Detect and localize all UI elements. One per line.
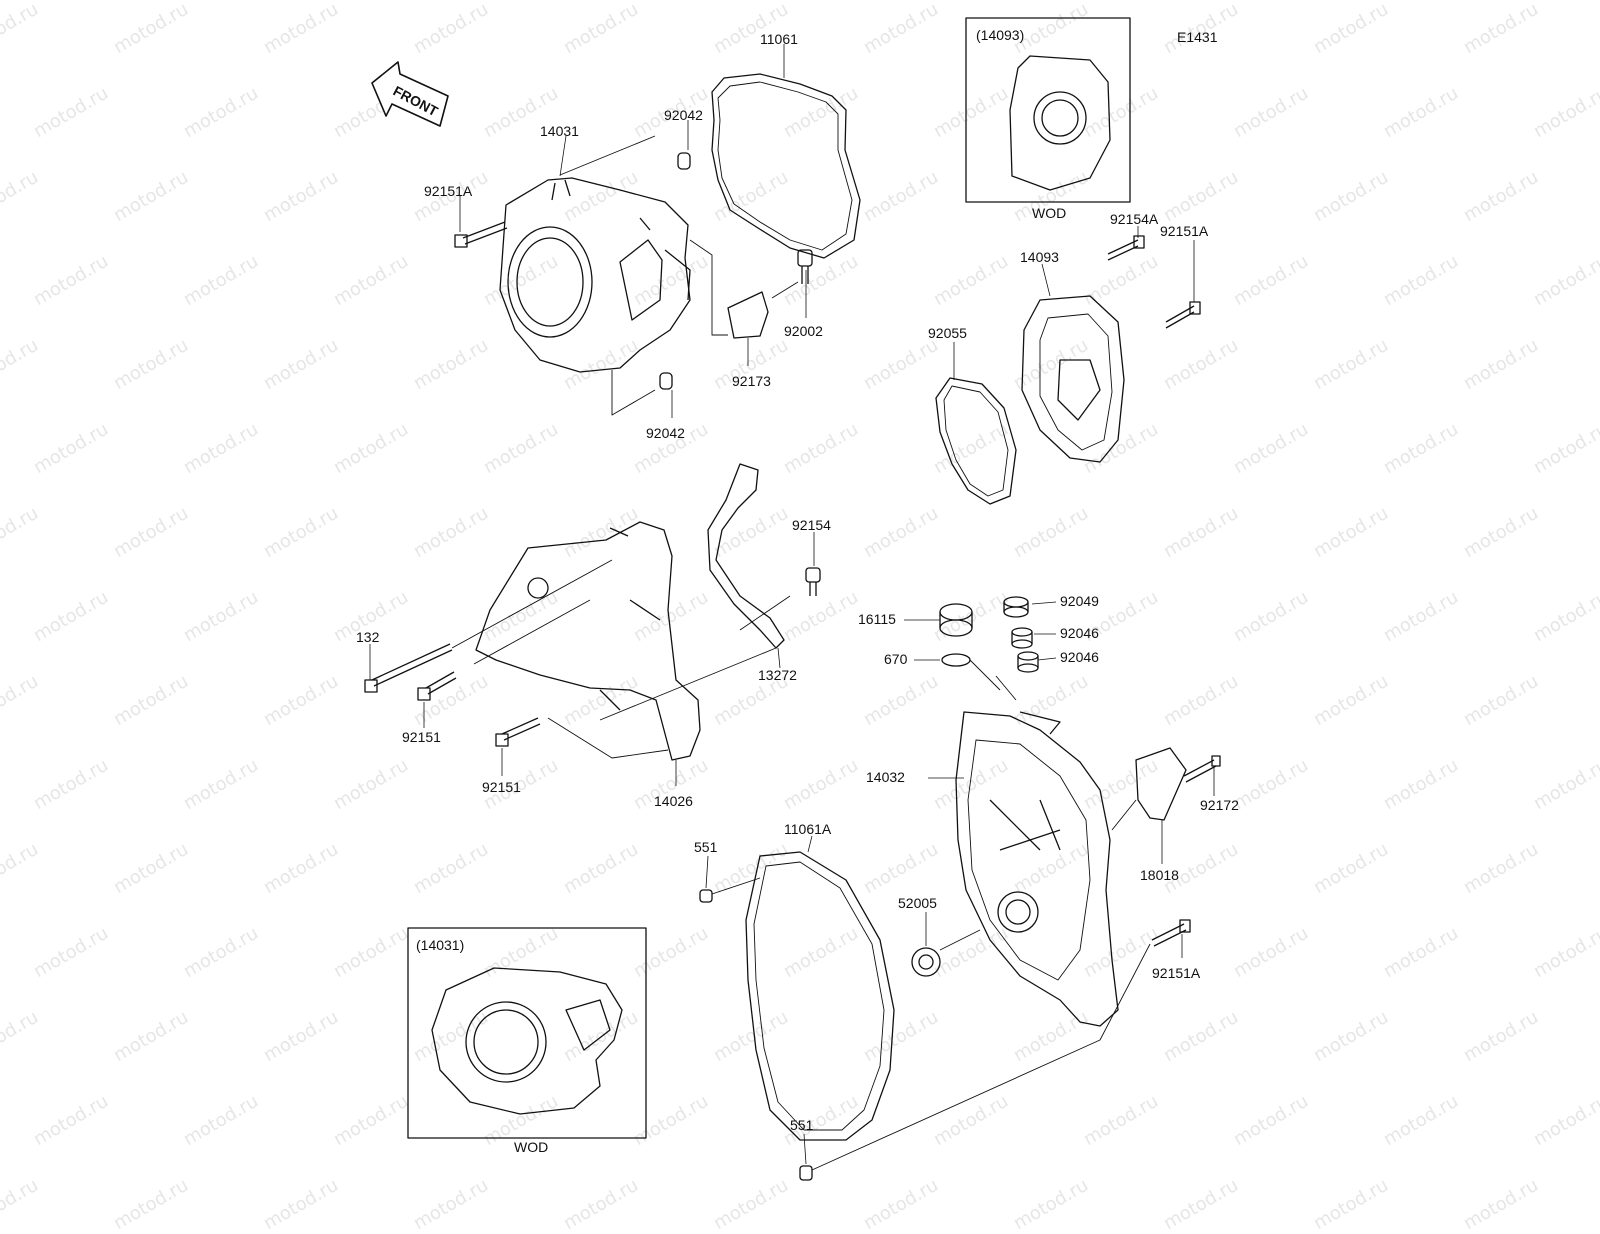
part-number: 14031 xyxy=(540,123,579,139)
front-arrow-icon xyxy=(371,61,449,127)
part-number: 14093 xyxy=(1020,249,1059,265)
dowel-551 xyxy=(699,889,713,903)
part-number: 52005 xyxy=(898,895,937,911)
part-number: 670 xyxy=(884,651,908,667)
dowel-551 xyxy=(799,1165,813,1181)
bracket xyxy=(1019,711,1061,735)
part-number: 92046 xyxy=(1060,649,1099,665)
part-number: 92046 xyxy=(1060,625,1099,641)
cover-14093 xyxy=(1021,295,1125,463)
dowel-pin xyxy=(659,372,673,390)
clutch-cover-14032 xyxy=(955,711,1119,1027)
gasket-13272 xyxy=(707,463,785,649)
bolt-92151a xyxy=(1165,305,1195,329)
sprocket-cover-14026 xyxy=(475,521,701,761)
inset-box-14093 xyxy=(965,17,1131,203)
bolt-92154a xyxy=(1107,239,1139,261)
inset-ref-14031: (14031) xyxy=(416,937,464,953)
part-number: 92151 xyxy=(482,779,521,795)
part-number: 14032 xyxy=(866,769,905,785)
bolt-92002 xyxy=(797,249,813,284)
gasket-92055 xyxy=(935,377,1017,505)
part-number: 92042 xyxy=(664,107,703,123)
part-number: 92172 xyxy=(1200,797,1239,813)
part-number: 92151A xyxy=(424,183,473,199)
inset-caption-bottom: WOD xyxy=(514,1139,548,1155)
bolt-92151a xyxy=(1151,923,1187,947)
bolt-92151 xyxy=(501,717,541,741)
generator-cover-14031 xyxy=(499,177,691,373)
part-number: 92154A xyxy=(1110,211,1159,227)
part-number: 16115 xyxy=(858,611,896,627)
inset-ref-14093: (14093) xyxy=(976,27,1024,43)
bolt-92154 xyxy=(805,567,821,596)
part-number: 92042 xyxy=(646,425,685,441)
part-number: 14026 xyxy=(654,793,693,809)
bolt-132 xyxy=(364,643,453,693)
part-number: 92049 xyxy=(1060,593,1099,609)
bolt-92172 xyxy=(1183,759,1217,783)
bush-92046 xyxy=(1017,651,1039,673)
part-number: 92154 xyxy=(792,517,831,533)
inset-box-14031 xyxy=(407,927,647,1139)
part-number: 92055 xyxy=(928,325,967,341)
part-number: 92002 xyxy=(784,323,823,339)
bracket-18018 xyxy=(1135,747,1187,821)
seal-52005 xyxy=(911,947,941,977)
clamp-92173 xyxy=(727,291,769,339)
cap-16115 xyxy=(939,603,973,637)
part-number: 92151 xyxy=(402,729,441,745)
o-ring-670 xyxy=(941,653,971,667)
part-number: 18018 xyxy=(1140,867,1179,883)
diagram-code: E1431 xyxy=(1177,29,1218,45)
part-number: 551 xyxy=(790,1117,814,1133)
seal-92049 xyxy=(1003,596,1029,618)
bush-92046 xyxy=(1011,627,1033,649)
part-number: 92151A xyxy=(1152,965,1201,981)
part-number: 13272 xyxy=(758,667,797,683)
part-number: 11061A xyxy=(784,821,832,837)
part-number: 551 xyxy=(694,839,718,855)
exploded-view: FRONT E1431 (14093) WOD (14031) WOD 1106… xyxy=(356,17,1239,1181)
part-number: 132 xyxy=(356,629,380,645)
part-number: 92173 xyxy=(732,373,771,389)
gasket-11061a xyxy=(745,851,895,1141)
part-number: 11061 xyxy=(760,31,798,47)
part-number: 92151A xyxy=(1160,223,1209,239)
bolt-92151 xyxy=(425,671,457,695)
inset-caption-top: WOD xyxy=(1032,205,1066,221)
gasket-11061 xyxy=(711,73,861,259)
bolt-92151a xyxy=(454,221,508,248)
dowel-pin xyxy=(677,152,691,170)
